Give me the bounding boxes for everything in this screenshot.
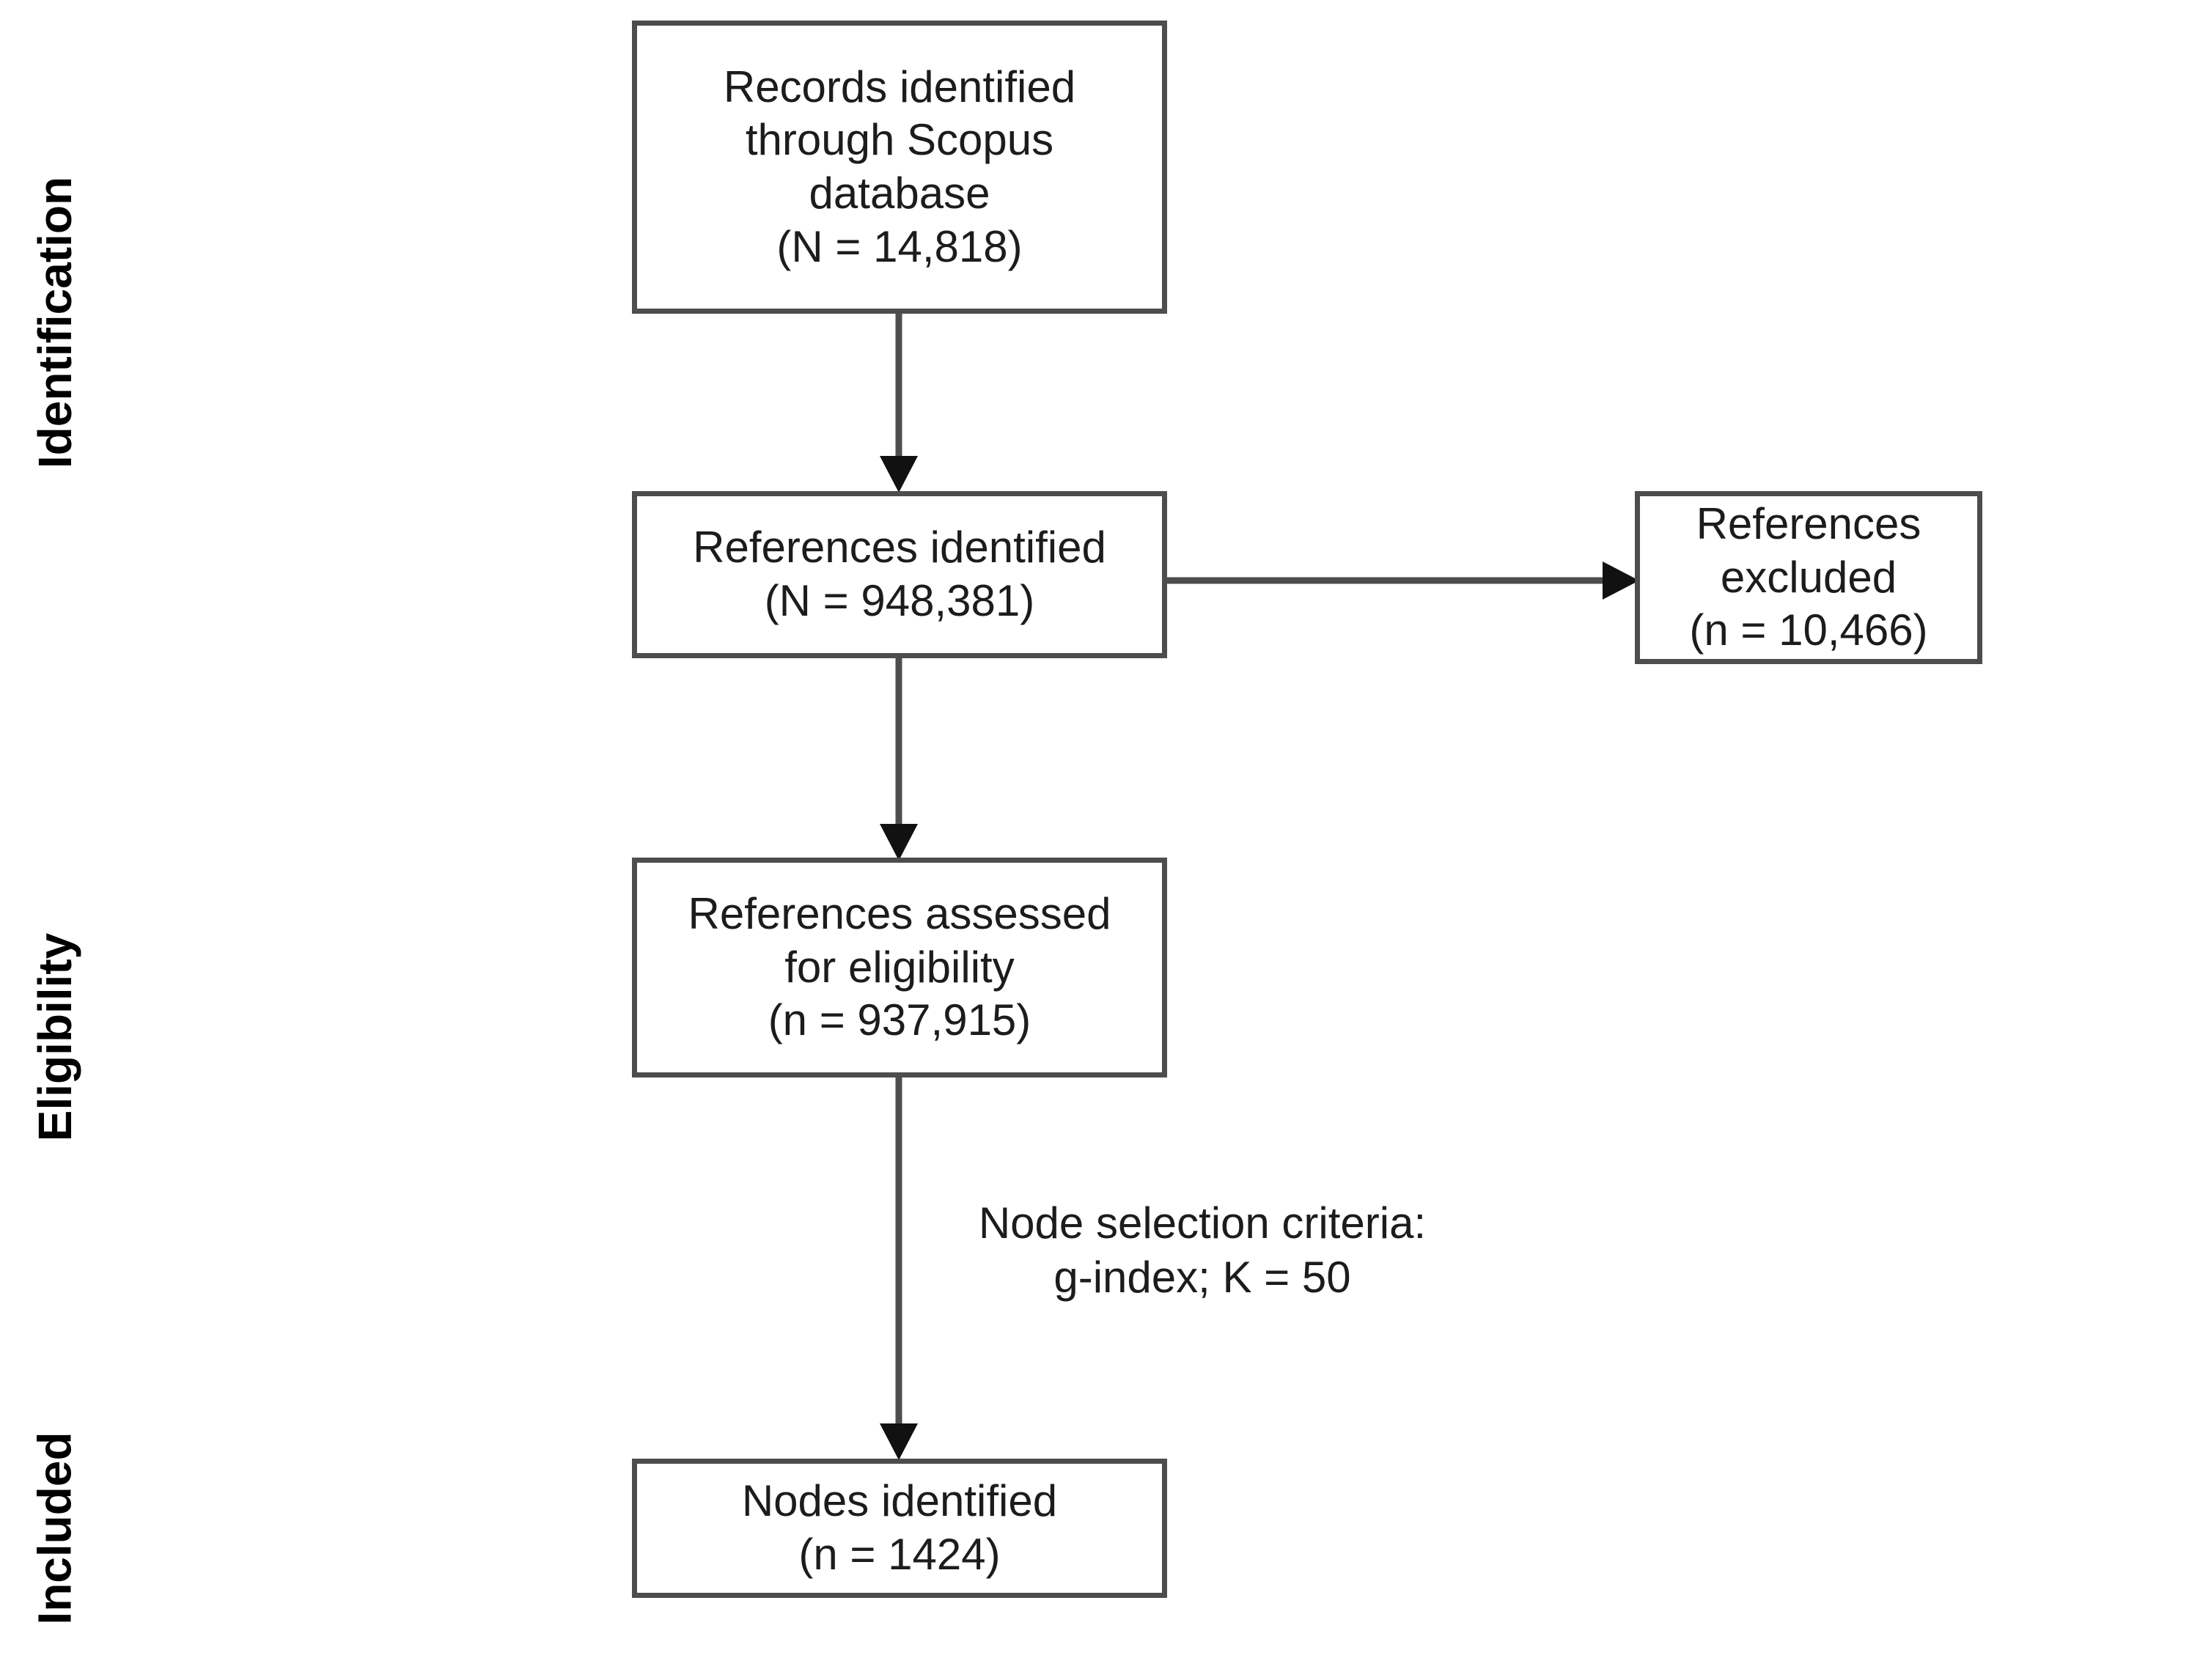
stage-label-identification: Identification (0, 66, 110, 579)
stage-label-identification-text: Identification (29, 176, 81, 469)
box-references-assessed: References assessed for eligibility (n =… (632, 858, 1167, 1077)
stage-label-eligibility: Eligibility (0, 814, 110, 1261)
box-references-excluded-text: References excluded (n = 10,466) (1689, 499, 1928, 655)
box-records-identified: Records identified through Scopus databa… (632, 21, 1167, 314)
connector-references-to-assessed (872, 655, 925, 862)
box-references-assessed-text: References assessed for eligibility (n =… (688, 889, 1111, 1045)
box-nodes-identified: Nodes identified (n = 1424) (632, 1459, 1167, 1598)
stage-label-included-text: Included (29, 1432, 81, 1625)
connector-records-to-references (872, 312, 925, 494)
box-references-excluded: References excluded (n = 10,466) (1635, 491, 1982, 664)
connector-assessed-to-nodes (872, 1076, 925, 1462)
connector-references-to-excluded (1164, 554, 1641, 607)
box-records-identified-text: Records identified through Scopus databa… (723, 62, 1076, 271)
box-nodes-identified-text: Nodes identified (n = 1424) (741, 1476, 1058, 1579)
annotation-node-selection-criteria: Node selection criteria: g-index; K = 50 (978, 1198, 1427, 1303)
box-references-identified-text: References identified (N = 948,381) (693, 523, 1106, 625)
box-references-identified: References identified (N = 948,381) (632, 491, 1167, 658)
stage-label-eligibility-text: Eligibility (29, 932, 81, 1142)
stage-label-included: Included (0, 1385, 110, 1671)
